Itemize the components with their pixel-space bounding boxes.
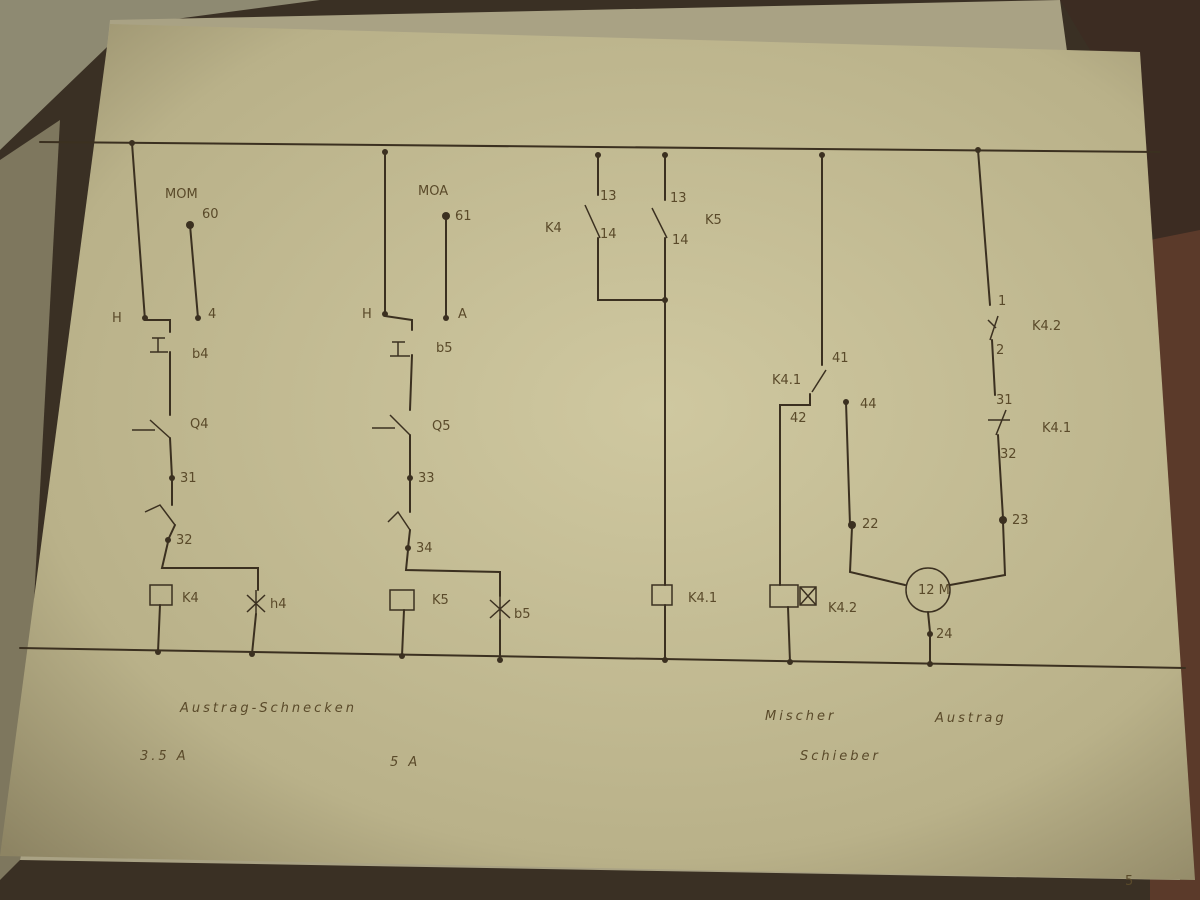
terminal-mom-a: MOM bbox=[165, 187, 198, 202]
top-rail bbox=[39, 141, 1161, 153]
pin-k4-13: 13 bbox=[600, 189, 617, 204]
pin-h1: H bbox=[112, 311, 122, 326]
pin-x1: 4 bbox=[208, 307, 216, 322]
pin-k42-2: 2 bbox=[996, 343, 1004, 358]
label-k41-switch: K4.1 bbox=[772, 373, 801, 388]
label-k5-contact: K5 bbox=[705, 213, 722, 228]
pin-k42-32: 32 bbox=[1000, 447, 1017, 462]
branch-k4 bbox=[129, 140, 266, 657]
caption-current-b: 5 A bbox=[390, 755, 420, 770]
terminal-61: 61 bbox=[455, 209, 472, 224]
branch-k41 bbox=[584, 152, 673, 663]
label-k4-coil: K4 bbox=[182, 591, 199, 606]
caption-austrag: Austrag bbox=[934, 711, 1007, 726]
terminal-60: 60 bbox=[202, 207, 219, 222]
pin-33: 33 bbox=[418, 471, 435, 486]
caption-mischer: Mischer bbox=[765, 709, 836, 724]
tablecloth bbox=[0, 0, 320, 150]
bottom-rail bbox=[19, 647, 1186, 669]
label-k42-coil: K4.2 bbox=[828, 601, 857, 616]
caption-current-a: 3.5 A bbox=[140, 749, 189, 764]
pin-k42-31: 31 bbox=[996, 393, 1013, 408]
label-h5: b5 bbox=[514, 607, 531, 622]
branch-motor bbox=[769, 147, 1010, 667]
pin-k5-13: 13 bbox=[670, 191, 687, 206]
pin-k41-41: 41 bbox=[832, 351, 849, 366]
pin-k42-1: 1 bbox=[998, 294, 1006, 309]
label-q4: Q4 bbox=[190, 417, 209, 432]
pin-k41-44: 44 bbox=[860, 397, 877, 412]
label-k5-coil: K5 bbox=[432, 593, 449, 608]
label-k41-contact: K4.1 bbox=[1042, 421, 1071, 436]
pin-23: 23 bbox=[1012, 513, 1029, 528]
pin-22: 22 bbox=[862, 517, 879, 532]
pin-h2: H bbox=[362, 307, 372, 322]
page-number: 5 bbox=[1125, 874, 1133, 889]
label-k4-contact: K4 bbox=[545, 221, 562, 236]
pin-24: 24 bbox=[936, 627, 953, 642]
pin-32: 32 bbox=[176, 533, 193, 548]
label-b4: b4 bbox=[192, 347, 209, 362]
pin-34: 34 bbox=[416, 541, 433, 556]
terminal-mom-b: MOA bbox=[418, 184, 448, 199]
label-h4: h4 bbox=[270, 597, 287, 612]
label-k41-coil: K4.1 bbox=[688, 591, 717, 606]
caption-austrag-schnecken: Austrag-Schnecken bbox=[179, 701, 357, 716]
pin-k41-42: 42 bbox=[790, 411, 807, 426]
paper-sheet bbox=[0, 24, 1195, 880]
label-k42-contact: K4.2 bbox=[1032, 319, 1061, 334]
motor-label: 12 M bbox=[918, 583, 950, 598]
pin-31: 31 bbox=[180, 471, 197, 486]
label-q5: Q5 bbox=[432, 419, 451, 434]
caption-schieber: Schieber bbox=[800, 749, 881, 764]
label-b5: b5 bbox=[436, 341, 453, 356]
branch-k5 bbox=[372, 149, 511, 663]
pin-k5-14: 14 bbox=[672, 233, 689, 248]
pin-k4-14: 14 bbox=[600, 227, 617, 242]
pin-x2: A bbox=[458, 307, 467, 322]
